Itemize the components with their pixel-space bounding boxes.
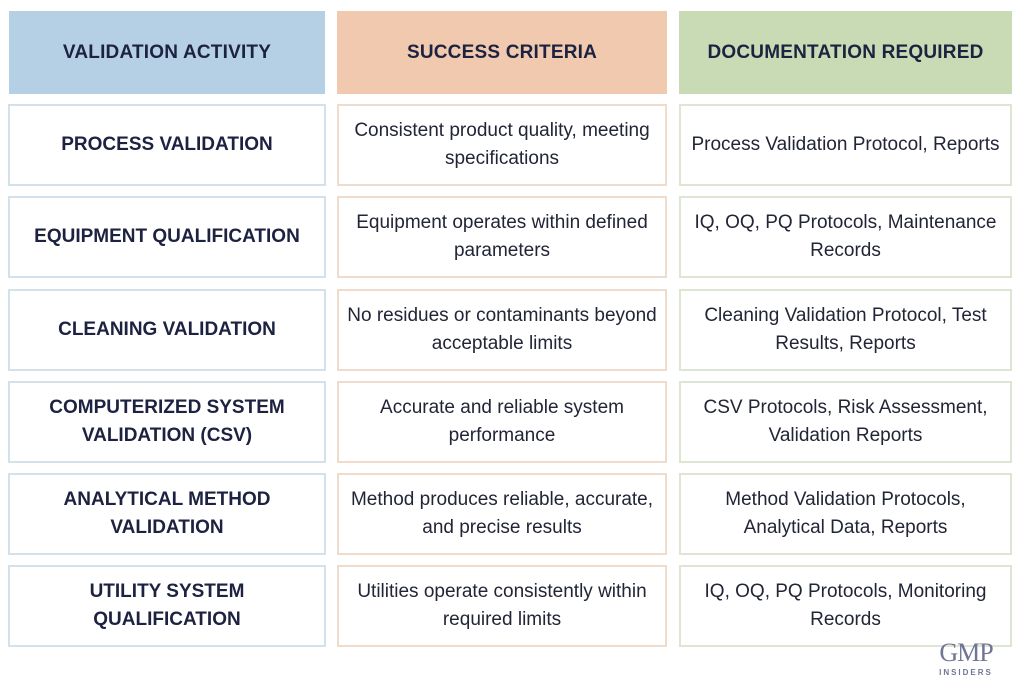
logo-subtitle: INSIDERS [939,668,993,677]
activity-cell: PROCESS VALIDATION [8,104,326,186]
activity-cell: CLEANING VALIDATION [8,289,326,371]
documentation-cell: Method Validation Protocols, Analytical … [679,473,1012,555]
activity-cell: ANALYTICAL METHOD VALIDATION [8,473,326,555]
documentation-cell: Process Validation Protocol, Reports [679,104,1012,186]
activity-cell: EQUIPMENT QUALIFICATION [8,196,326,278]
documentation-cell: Cleaning Validation Protocol, Test Resul… [679,289,1012,371]
criteria-cell: Accurate and reliable system performance [337,381,667,463]
activity-cell: COMPUTERIZED SYSTEM VALIDATION (CSV) [8,381,326,463]
header-documentation-required: DOCUMENTATION REQUIRED [679,11,1012,94]
criteria-cell: No residues or contaminants beyond accep… [337,289,667,371]
criteria-cell: Method produces reliable, accurate, and … [337,473,667,555]
logo-mark: GMP [939,638,993,667]
criteria-cell: Utilities operate consistently within re… [337,565,667,647]
header-success-criteria: SUCCESS CRITERIA [337,11,667,94]
documentation-cell: IQ, OQ, PQ Protocols, Maintenance Record… [679,196,1012,278]
documentation-cell: IQ, OQ, PQ Protocols, Monitoring Records [679,565,1012,647]
gmp-insiders-logo: GMP INSIDERS [936,638,996,678]
activity-cell: UTILITY SYSTEM QUALIFICATION [8,565,326,647]
header-validation-activity: VALIDATION ACTIVITY [9,11,325,94]
criteria-cell: Equipment operates within defined parame… [337,196,667,278]
criteria-cell: Consistent product quality, meeting spec… [337,104,667,186]
documentation-cell: CSV Protocols, Risk Assessment, Validati… [679,381,1012,463]
